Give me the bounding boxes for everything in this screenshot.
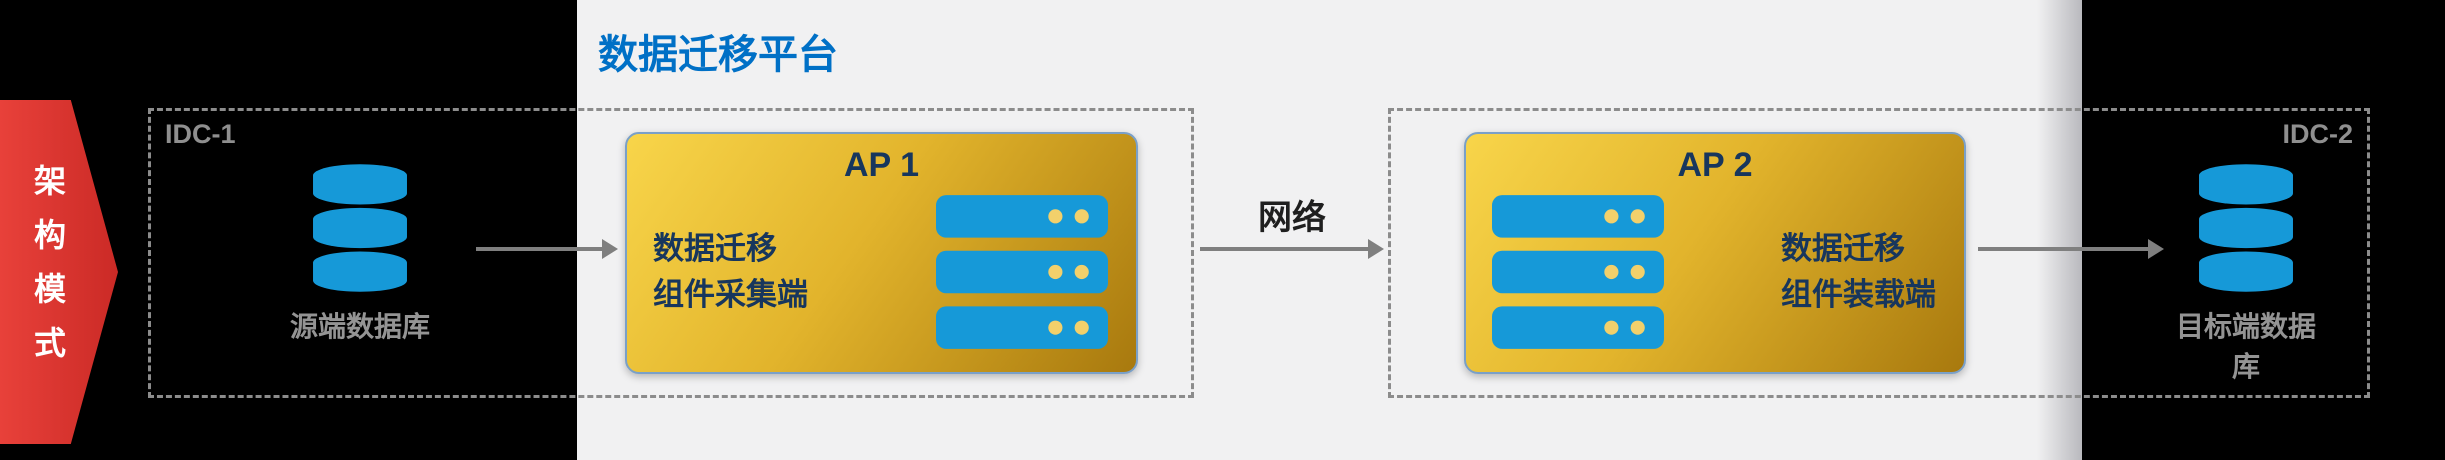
- arrow-line: [476, 247, 602, 251]
- arrow-line: [1200, 247, 1368, 251]
- target-database-label: 目标端数据库: [2175, 311, 2316, 382]
- arrow-source-to-ap1: [476, 238, 618, 260]
- ap2-description: 数据迁移 组件装载端: [1781, 226, 1936, 319]
- arrow-head-icon: [602, 239, 618, 259]
- ap1-description-line1: 数据迁移: [653, 230, 777, 266]
- ap2-description-line2: 组件装载端: [1781, 277, 1936, 312]
- architecture-mode-label: 架构模式: [30, 164, 66, 380]
- server-stack-icon: [1492, 195, 1664, 349]
- arrow-ap2-to-target: [1978, 238, 2164, 260]
- target-database: 目标端数据库: [2166, 162, 2326, 385]
- ap1-title: AP 1: [844, 146, 919, 184]
- idc2-label: IDC-2: [2282, 119, 2353, 149]
- ap1-component: AP 1 数据迁移 组件采集端: [625, 132, 1138, 374]
- ap1-description: 数据迁移 组件采集端: [653, 226, 808, 319]
- arrow-line: [1978, 247, 2148, 251]
- arrow-head-icon: [1368, 239, 1384, 259]
- ap2-description-line1: 数据迁移: [1781, 230, 1905, 266]
- database-cylinder-icon: [2199, 164, 2293, 292]
- network-label: 网络: [1258, 199, 1326, 237]
- ap1-description-line2: 组件采集端: [653, 277, 808, 312]
- platform-title: 数据迁移平台: [598, 33, 838, 77]
- ap2-title: AP 2: [1677, 146, 1753, 184]
- arrow-head-icon: [2148, 239, 2164, 259]
- database-cylinder-icon: [313, 164, 407, 292]
- arrow-ap1-to-ap2: [1200, 238, 1384, 260]
- idc2-boundary: IDC-2: [1388, 108, 2370, 398]
- source-database-label: 源端数据库: [289, 311, 430, 342]
- idc1-label: IDC-1: [165, 119, 236, 149]
- ap2-component: AP 2 数据迁移 组件装载端: [1464, 132, 1966, 374]
- idc1-boundary: IDC-1: [148, 108, 1194, 398]
- architecture-mode-banner: 架构模式: [0, 100, 118, 444]
- source-database: 源端数据库: [280, 162, 440, 345]
- server-stack-icon: [936, 195, 1108, 349]
